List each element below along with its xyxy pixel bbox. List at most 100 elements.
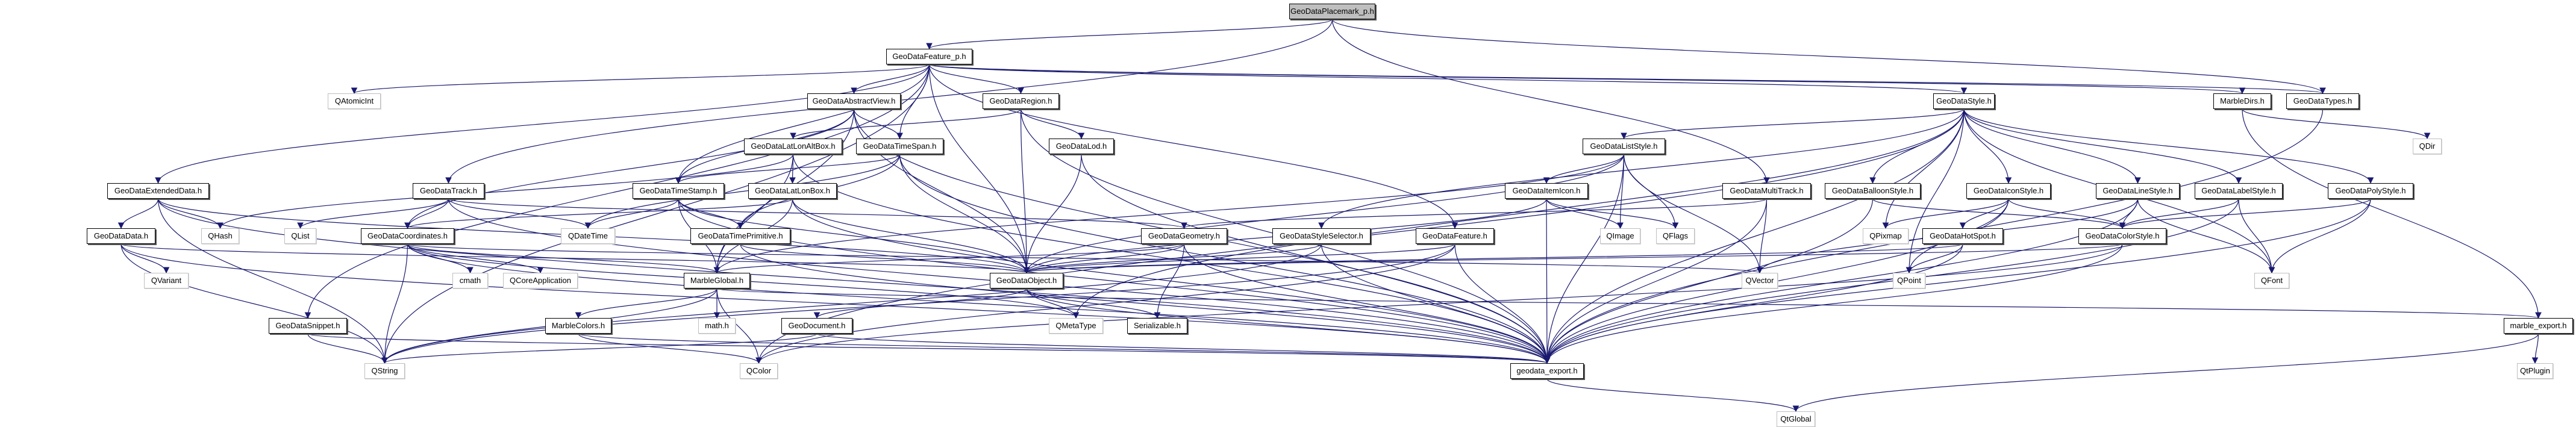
edge-feature_p-to-snippet: [304, 64, 930, 319]
graph-node-marbleglobal[interactable]: MarbleGlobal.h: [684, 273, 750, 288]
edge-liststyle-to-itemicon: [1543, 154, 1625, 184]
edge-colorstyle-to-object: [1024, 243, 2123, 274]
graph-node-timestamp[interactable]: GeoDataTimeStamp.h: [633, 183, 724, 199]
edge-track-to-geometry: [448, 198, 1187, 229]
graph-node-qpixmap: QPixmap: [1863, 228, 1909, 244]
graph-node-latlonaltbox[interactable]: GeoDataLatLonAltBox.h: [744, 139, 842, 154]
edge-geometry-to-marbleglobal: [713, 243, 1185, 274]
graph-node-qcoreapplication: QCoreApplication: [503, 273, 578, 288]
graph-node-hotspot[interactable]: GeoDataHotSpot.h: [1922, 228, 2003, 244]
edge-colorstyle-to-geodata_export: [1543, 243, 2123, 364]
graph-node-serializable[interactable]: Serializable.h: [1127, 318, 1187, 334]
edge-timespan-to-object: [899, 154, 1030, 274]
graph-node-geodocument[interactable]: GeoDocument.h: [781, 318, 852, 334]
graph-node-multitrack[interactable]: GeoDataMultiTrack.h: [1722, 183, 1811, 199]
graph-node-feature[interactable]: GeoDataFeature.h: [1416, 228, 1494, 244]
edge-timeprimitive-to-object: [740, 243, 1030, 274]
edge-track-to-qdatetime: [448, 198, 592, 229]
edge-style-to-linestyle: [1963, 108, 2141, 184]
edge-iconstyle-to-colorstyle: [2008, 198, 2126, 229]
edge-multitrack-to-geodata_export: [1543, 198, 1768, 364]
graph-node-balloonstyle[interactable]: GeoDataBalloonStyle.h: [1825, 183, 1921, 199]
graph-node-qstring: QString: [364, 363, 405, 379]
edge-object-to-serializable: [1026, 288, 1161, 319]
edge-polystyle-to-qfont: [2268, 198, 2371, 274]
graph-node-style[interactable]: GeoDataStyle.h: [1933, 93, 1995, 109]
edge-abstractview-to-object: [853, 108, 1030, 274]
graph-node-region[interactable]: GeoDataRegion.h: [983, 93, 1059, 109]
graph-node-iconstyle[interactable]: GeoDataIconStyle.h: [1966, 183, 2051, 199]
edge-marbledirs-to-qdir: [2242, 108, 2431, 140]
edge-feature_p-to-qstring: [381, 64, 930, 364]
graph-node-marblecolors[interactable]: MarbleColors.h: [545, 318, 611, 334]
edge-linestyle-to-geodata_export: [1543, 198, 2139, 364]
edge-timestamp-to-object: [678, 198, 1030, 274]
graph-node-geodata_export[interactable]: geodata_export.h: [1510, 363, 1584, 379]
graph-node-qcolor: QColor: [740, 363, 778, 379]
edge-marbleglobal-to-marblecolors: [575, 288, 717, 319]
edge-timespan-to-timestamp: [675, 154, 901, 184]
edge-feature_p-to-timestamp: [675, 64, 930, 184]
graph-node-cmath: cmath: [452, 273, 488, 288]
edge-extendeddata-to-geodata_export: [157, 198, 1551, 364]
graph-node-geometry[interactable]: GeoDataGeometry.h: [1141, 228, 1227, 244]
edge-polystyle-to-geodata_export: [1543, 198, 2371, 364]
edge-coordinates-to-qstring: [381, 243, 408, 364]
graph-node-data[interactable]: GeoDataData.h: [87, 228, 155, 244]
graph-node-latlonbox[interactable]: GeoDataLatLonBox.h: [748, 183, 837, 199]
graph-node-qmetatype: QMetaType: [1049, 318, 1103, 334]
edge-track-to-qlist: [297, 198, 449, 229]
edge-linestyle-to-qfont: [2137, 198, 2275, 274]
graph-node-qflags: QFlags: [1656, 228, 1695, 244]
edge-timeprimitive-to-geodata_export: [740, 243, 1551, 364]
graph-node-itemicon[interactable]: GeoDataItemIcon.h: [1505, 183, 1588, 199]
edge-timestamp-to-qdatetime: [584, 198, 679, 229]
edge-marblecolors-to-qcolor: [578, 333, 762, 364]
graph-node-coordinates[interactable]: GeoDataCoordinates.h: [361, 228, 454, 244]
edge-iconstyle-to-qpixmap: [1882, 198, 2009, 229]
graph-node-qtplugin: QtPlugin: [2517, 363, 2553, 379]
graph-node-placemark_p[interactable]: GeoDataPlacemark_p.h: [1289, 4, 1375, 19]
edge-labelstyle-to-colorstyle: [2119, 198, 2239, 229]
graph-node-marble_export[interactable]: marble_export.h: [2504, 318, 2573, 334]
edge-liststyle-to-marbleglobal: [713, 154, 1625, 274]
edge-placemark_p-to-feature_p: [926, 19, 1333, 50]
graph-node-abstractview[interactable]: GeoDataAbstractView.h: [807, 93, 901, 109]
edge-hotspot-to-object: [1024, 243, 1963, 274]
edge-feature_p-to-style: [928, 64, 1967, 95]
graph-node-qtglobal: QtGlobal: [1777, 411, 1815, 427]
graph-node-extendeddata[interactable]: GeoDataExtendedData.h: [107, 183, 209, 199]
graph-node-liststyle[interactable]: GeoDataListStyle.h: [1583, 139, 1665, 154]
graph-node-track[interactable]: GeoDataTrack.h: [413, 183, 484, 199]
graph-node-polystyle[interactable]: GeoDataPolyStyle.h: [2328, 183, 2413, 199]
edge-track-to-coordinates: [404, 198, 449, 229]
graph-node-timespan[interactable]: GeoDataTimeSpan.h: [856, 139, 943, 154]
graph-node-labelstyle[interactable]: GeoDataLabelStyle.h: [2195, 183, 2283, 199]
edge-marbleglobal-to-marble_export: [716, 288, 2541, 319]
graph-node-linestyle[interactable]: GeoDataLineStyle.h: [2096, 183, 2180, 199]
graph-node-marbledirs[interactable]: MarbleDirs.h: [2213, 93, 2271, 109]
edge-coordinates-to-geodata_export: [407, 243, 1551, 364]
graph-node-object[interactable]: GeoDataObject.h: [990, 273, 1063, 288]
edge-multitrack-to-qvector: [1756, 198, 1768, 274]
edge-geodocument-to-geodata_export: [816, 333, 1550, 364]
graph-node-qatomicint: QAtomicInt: [328, 93, 381, 109]
edge-latlonaltbox-to-qhash: [217, 154, 794, 229]
graph-node-timeprimitive[interactable]: GeoDataTimePrimitive.h: [690, 228, 790, 244]
graph-node-snippet[interactable]: GeoDataSnippet.h: [269, 318, 347, 334]
edge-marbleglobal-to-qcolor: [716, 288, 762, 364]
edge-abstractview-to-timespan: [853, 108, 903, 140]
graph-node-styleselector[interactable]: GeoDataStyleSelector.h: [1272, 228, 1371, 244]
graph-node-colorstyle[interactable]: GeoDataColorStyle.h: [2078, 228, 2166, 244]
graph-node-lod[interactable]: GeoDataLod.h: [1049, 139, 1114, 154]
graph-node-feature_p[interactable]: GeoDataFeature_p.h: [886, 49, 972, 64]
edge-timespan-to-qdatetime: [584, 154, 901, 229]
edge-region-to-latlonaltbox: [790, 108, 1022, 140]
edge-latlonbox-to-geodata_export: [792, 198, 1551, 364]
edge-feature_p-to-qatomicint: [351, 64, 930, 95]
edge-placemark_p-to-types: [1331, 19, 2326, 95]
edge-multitrack-to-geometry: [1181, 198, 1768, 229]
edge-snippet-to-qstring: [307, 333, 388, 364]
graph-node-types[interactable]: GeoDataTypes.h: [2286, 93, 2359, 109]
edge-feature_p-to-region: [928, 64, 1024, 95]
